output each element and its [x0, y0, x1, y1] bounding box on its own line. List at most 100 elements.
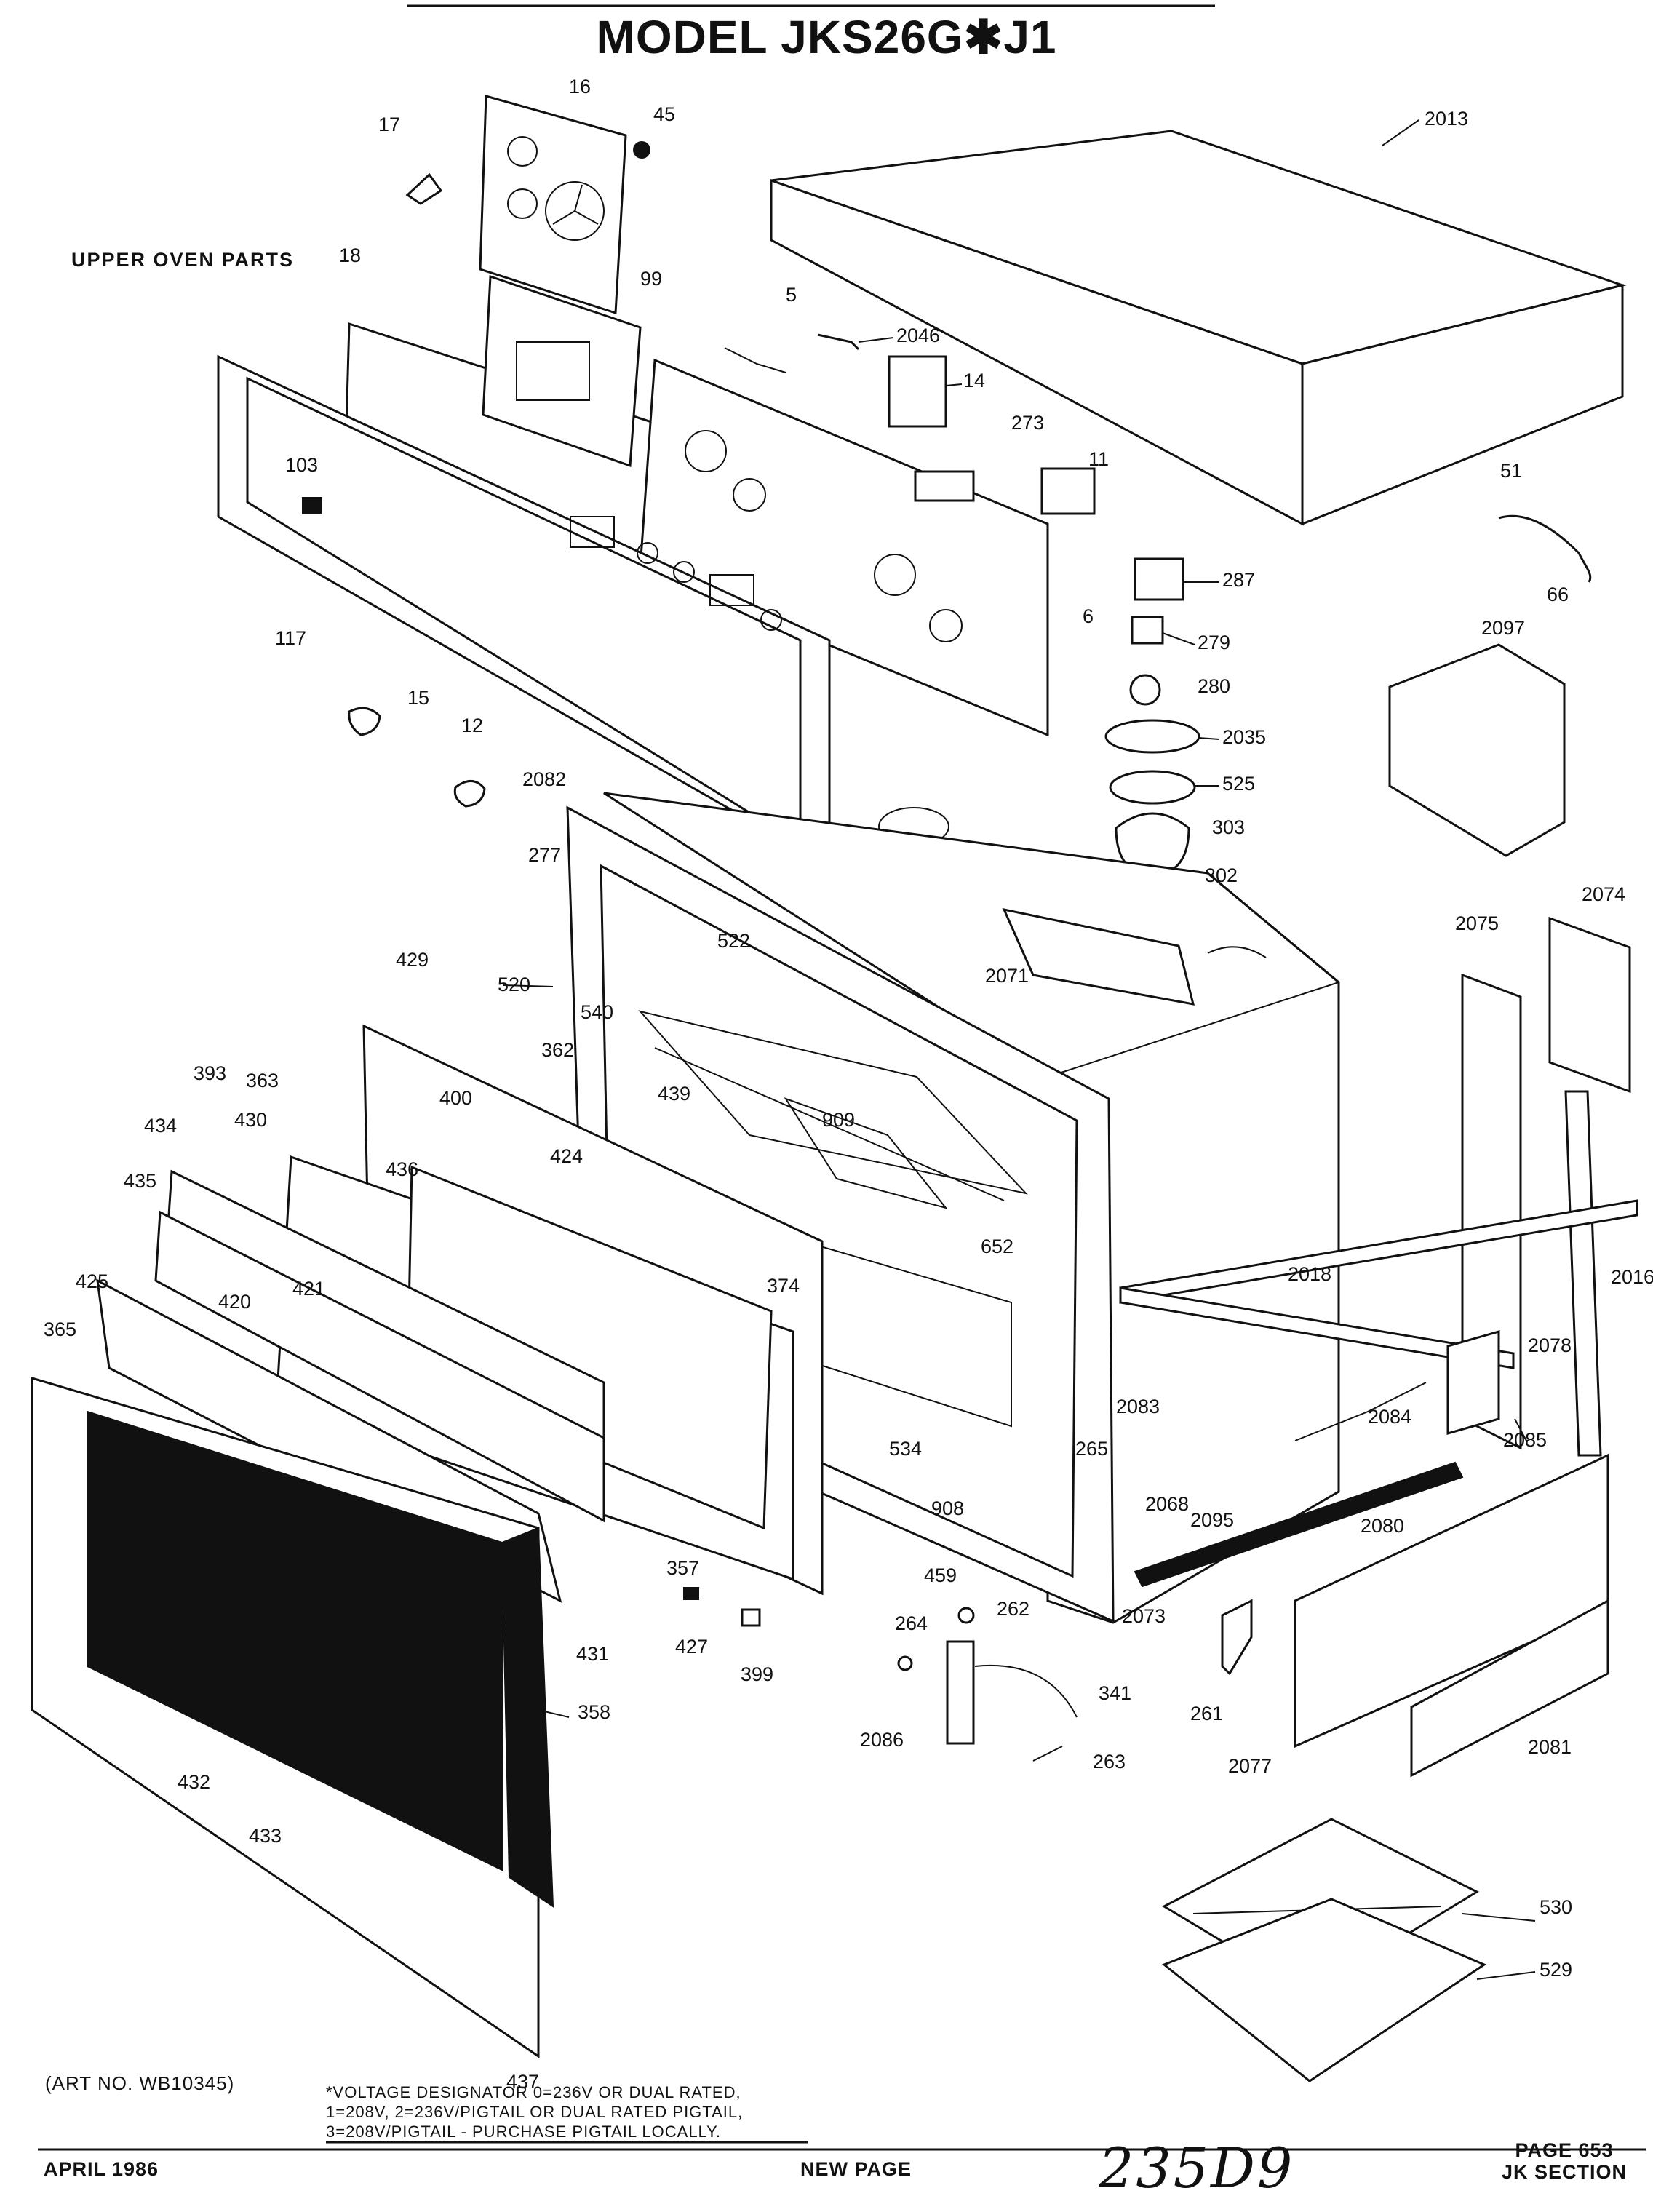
callout-2035: 2035 — [1222, 726, 1266, 748]
callout-261: 261 — [1190, 1703, 1223, 1724]
callout-2086: 2086 — [860, 1729, 904, 1751]
callout-430: 430 — [234, 1109, 267, 1131]
outer-door-365 — [31, 1376, 554, 2058]
broiler-pan-529 — [1162, 1898, 1487, 2082]
callout-341: 341 — [1099, 1682, 1131, 1704]
voltage-note: *VOLTAGE DESIGNATOR 0=236V OR DUAL RATED… — [326, 2083, 744, 2141]
rail-2018 — [1119, 1286, 1515, 1369]
callout-2082: 2082 — [522, 768, 566, 790]
callout-374: 374 — [767, 1275, 800, 1297]
callout-522: 522 — [717, 930, 750, 952]
callout-287: 287 — [1222, 569, 1255, 591]
callout-530: 530 — [1540, 1896, 1572, 1918]
callout-431: 431 — [576, 1643, 609, 1665]
callout-303: 303 — [1212, 816, 1245, 838]
screw-263 — [1032, 1746, 1063, 1762]
callout-429: 429 — [396, 949, 429, 971]
callout-2097: 2097 — [1481, 617, 1525, 639]
callout-273: 273 — [1011, 412, 1044, 434]
top-cover-2013 — [770, 130, 1627, 526]
callout-2085: 2085 — [1503, 1429, 1547, 1451]
link-341 — [974, 1664, 1078, 1718]
callout-2074: 2074 — [1582, 883, 1625, 905]
page-title: MODEL JKS26G✱J1 — [596, 11, 1057, 63]
knob-12 — [453, 780, 486, 808]
callout-2081: 2081 — [1528, 1736, 1572, 1758]
art-number: (ART NO. WB10345) — [45, 2072, 235, 2094]
spring-2084 — [1294, 1382, 1427, 1441]
callout-529: 529 — [1540, 1959, 1572, 1981]
side-panel-2075 — [1461, 973, 1522, 1450]
callout-459: 459 — [924, 1564, 957, 1586]
section-name: JK SECTION — [1501, 2161, 1628, 2183]
callout-262: 262 — [997, 1598, 1029, 1620]
control-board-6 — [639, 358, 1049, 737]
mounting-panel-99 — [482, 274, 642, 468]
strip-2080 — [1134, 1461, 1464, 1588]
callout-2013: 2013 — [1425, 108, 1468, 130]
publication-date: APRIL 1986 — [44, 2158, 159, 2180]
knob-15 — [348, 707, 381, 736]
callout-540: 540 — [581, 1001, 613, 1023]
callout-302: 302 — [1205, 864, 1238, 886]
bracket-2078 — [1446, 1330, 1500, 1435]
callout-2068: 2068 — [1145, 1493, 1189, 1515]
callout-2078: 2078 — [1528, 1334, 1572, 1356]
panel-435 — [154, 1210, 605, 1523]
callout-263: 263 — [1093, 1751, 1126, 1773]
callout-280: 280 — [1198, 675, 1230, 697]
callout-525: 525 — [1222, 773, 1255, 795]
callout-2018: 2018 — [1288, 1263, 1331, 1285]
knob-plate-16 — [479, 95, 627, 315]
nut-45 — [633, 141, 650, 159]
callout-265: 265 — [1075, 1438, 1108, 1460]
callout-652: 652 — [981, 1236, 1013, 1257]
callout-264: 264 — [895, 1612, 928, 1634]
callout-436: 436 — [386, 1158, 418, 1180]
screw-264 — [897, 1655, 913, 1671]
lamp-holder-279 — [1131, 616, 1164, 645]
callout-400: 400 — [439, 1087, 472, 1109]
callout-909: 909 — [822, 1109, 855, 1131]
cover-2097 — [1388, 643, 1566, 857]
callout-2073: 2073 — [1122, 1605, 1166, 1627]
wire-51 — [1498, 514, 1592, 583]
switch-11 — [1040, 467, 1096, 515]
callout-6: 6 — [1083, 605, 1094, 627]
panel-window — [516, 341, 590, 401]
callout-2071: 2071 — [985, 965, 1029, 987]
clip-103 — [302, 497, 322, 514]
callout-393: 393 — [194, 1062, 226, 1084]
wire-5 — [724, 347, 786, 373]
oven-rack-909 — [638, 1010, 1028, 1209]
callout-362: 362 — [541, 1039, 574, 1061]
callout-424: 424 — [550, 1145, 583, 1167]
callout-45: 45 — [653, 103, 675, 125]
callout-357: 357 — [666, 1557, 699, 1579]
vent-duct-2071 — [1002, 907, 1195, 1006]
page-number: PAGE 653 — [1515, 2139, 1614, 2161]
callout-420: 420 — [218, 1291, 251, 1313]
plate-2074 — [1548, 916, 1631, 1094]
callout-15: 15 — [407, 687, 429, 709]
callout-534: 534 — [889, 1438, 922, 1460]
clip-399 — [741, 1608, 761, 1627]
bulb-280 — [1129, 674, 1161, 706]
callout-358: 358 — [578, 1701, 610, 1723]
strip-2016 — [1564, 1090, 1602, 1457]
callout-399: 399 — [741, 1663, 773, 1685]
callout-425: 425 — [76, 1270, 108, 1292]
callout-66: 66 — [1547, 584, 1569, 605]
callout-2016: 2016 — [1611, 1266, 1653, 1288]
callout-439: 439 — [658, 1083, 690, 1105]
callout-17: 17 — [378, 114, 400, 135]
callout-12: 12 — [461, 715, 483, 736]
switch-273 — [914, 470, 975, 502]
callout-2083: 2083 — [1116, 1396, 1160, 1417]
callout-51: 51 — [1500, 460, 1522, 482]
callout-16: 16 — [569, 76, 591, 98]
bracket-2046 — [817, 333, 860, 351]
switch-14 — [888, 355, 947, 428]
callout-432: 432 — [178, 1771, 210, 1793]
bracket-261 — [1221, 1599, 1253, 1676]
